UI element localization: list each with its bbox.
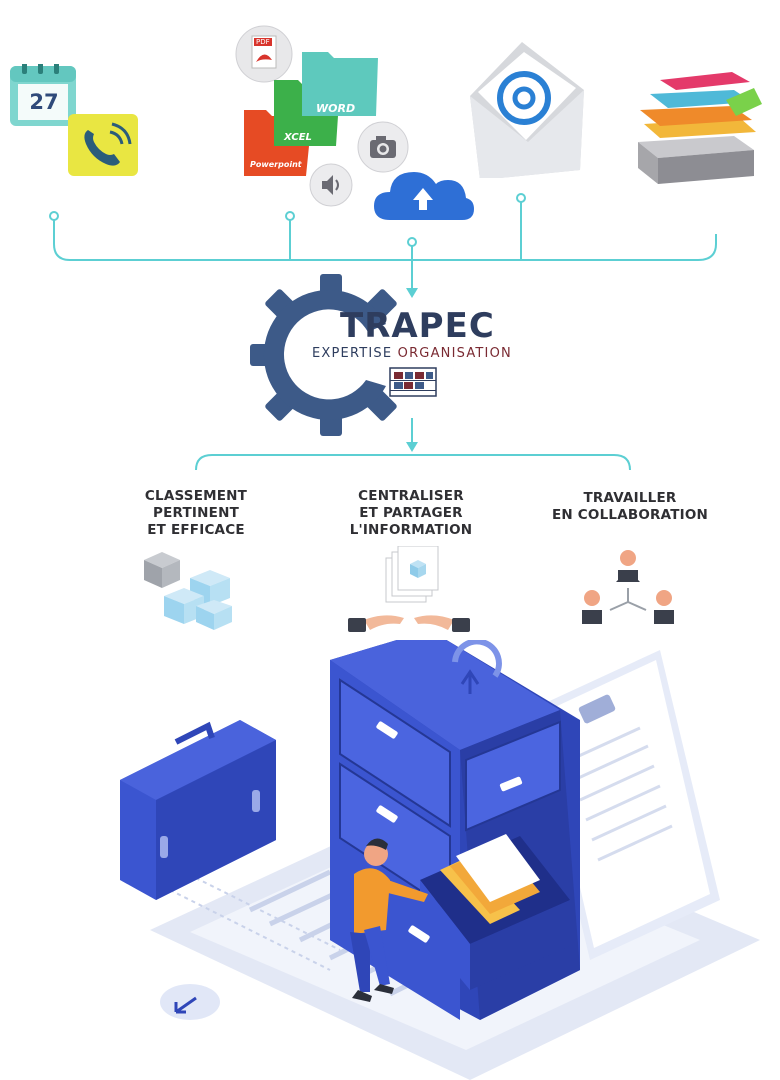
feature-label-line: L'INFORMATION (349, 522, 473, 538)
feature-label-line: TRAVAILLER (583, 490, 677, 506)
brand-tagline: EXPERTISE ORGANISATION (312, 346, 512, 361)
calendar-day: 27 (29, 90, 59, 114)
email-at-icon (464, 36, 590, 180)
team-collaboration-icon (576, 546, 680, 636)
feature-label-line: CLASSEMENT (144, 488, 248, 504)
share-hands-icon (344, 545, 474, 638)
phone-icon (66, 112, 142, 178)
excel-label: XCEL (284, 132, 312, 143)
pdf-label: PDF (254, 38, 272, 46)
office-folders-icon: WORD XCEL Powerpoint (240, 52, 380, 180)
feature-collaboration-label: TRAVAILLER EN COLLABORATION (532, 490, 728, 524)
brand-name: TRAPEC (340, 306, 495, 346)
filing-cabinet-illustration (120, 640, 760, 1080)
calendar-icon: 27 (8, 62, 80, 130)
brand-tagline-organisation: ORGANISATION (397, 346, 512, 361)
feature-label-line: EN COLLABORATION (551, 507, 709, 523)
feature-label-line: ET EFFICACE (147, 522, 245, 538)
pdf-icon: PDF (234, 24, 294, 84)
connector-lines (49, 193, 717, 470)
cubes-icon (136, 548, 240, 632)
gear-icon (246, 270, 416, 440)
feature-label-line: PERTINENT (153, 505, 239, 521)
feature-centraliser-label: CENTRALISER ET PARTAGER L'INFORMATION (326, 488, 496, 539)
grid-logo-icon (388, 366, 438, 398)
feature-label-line: CENTRALISER (358, 488, 464, 504)
speaker-icon (308, 162, 354, 208)
feature-label-line: ET PARTAGER (359, 505, 463, 521)
cloud-upload-icon (370, 158, 476, 226)
word-label: WORD (316, 102, 356, 115)
paper-files-stack-icon (630, 66, 764, 188)
powerpoint-label: Powerpoint (250, 160, 302, 169)
camera-icon (356, 120, 410, 174)
feature-classement-label: CLASSEMENT PERTINENT ET EFFICACE (116, 488, 276, 539)
brand-tagline-expertise: EXPERTISE (312, 346, 398, 361)
